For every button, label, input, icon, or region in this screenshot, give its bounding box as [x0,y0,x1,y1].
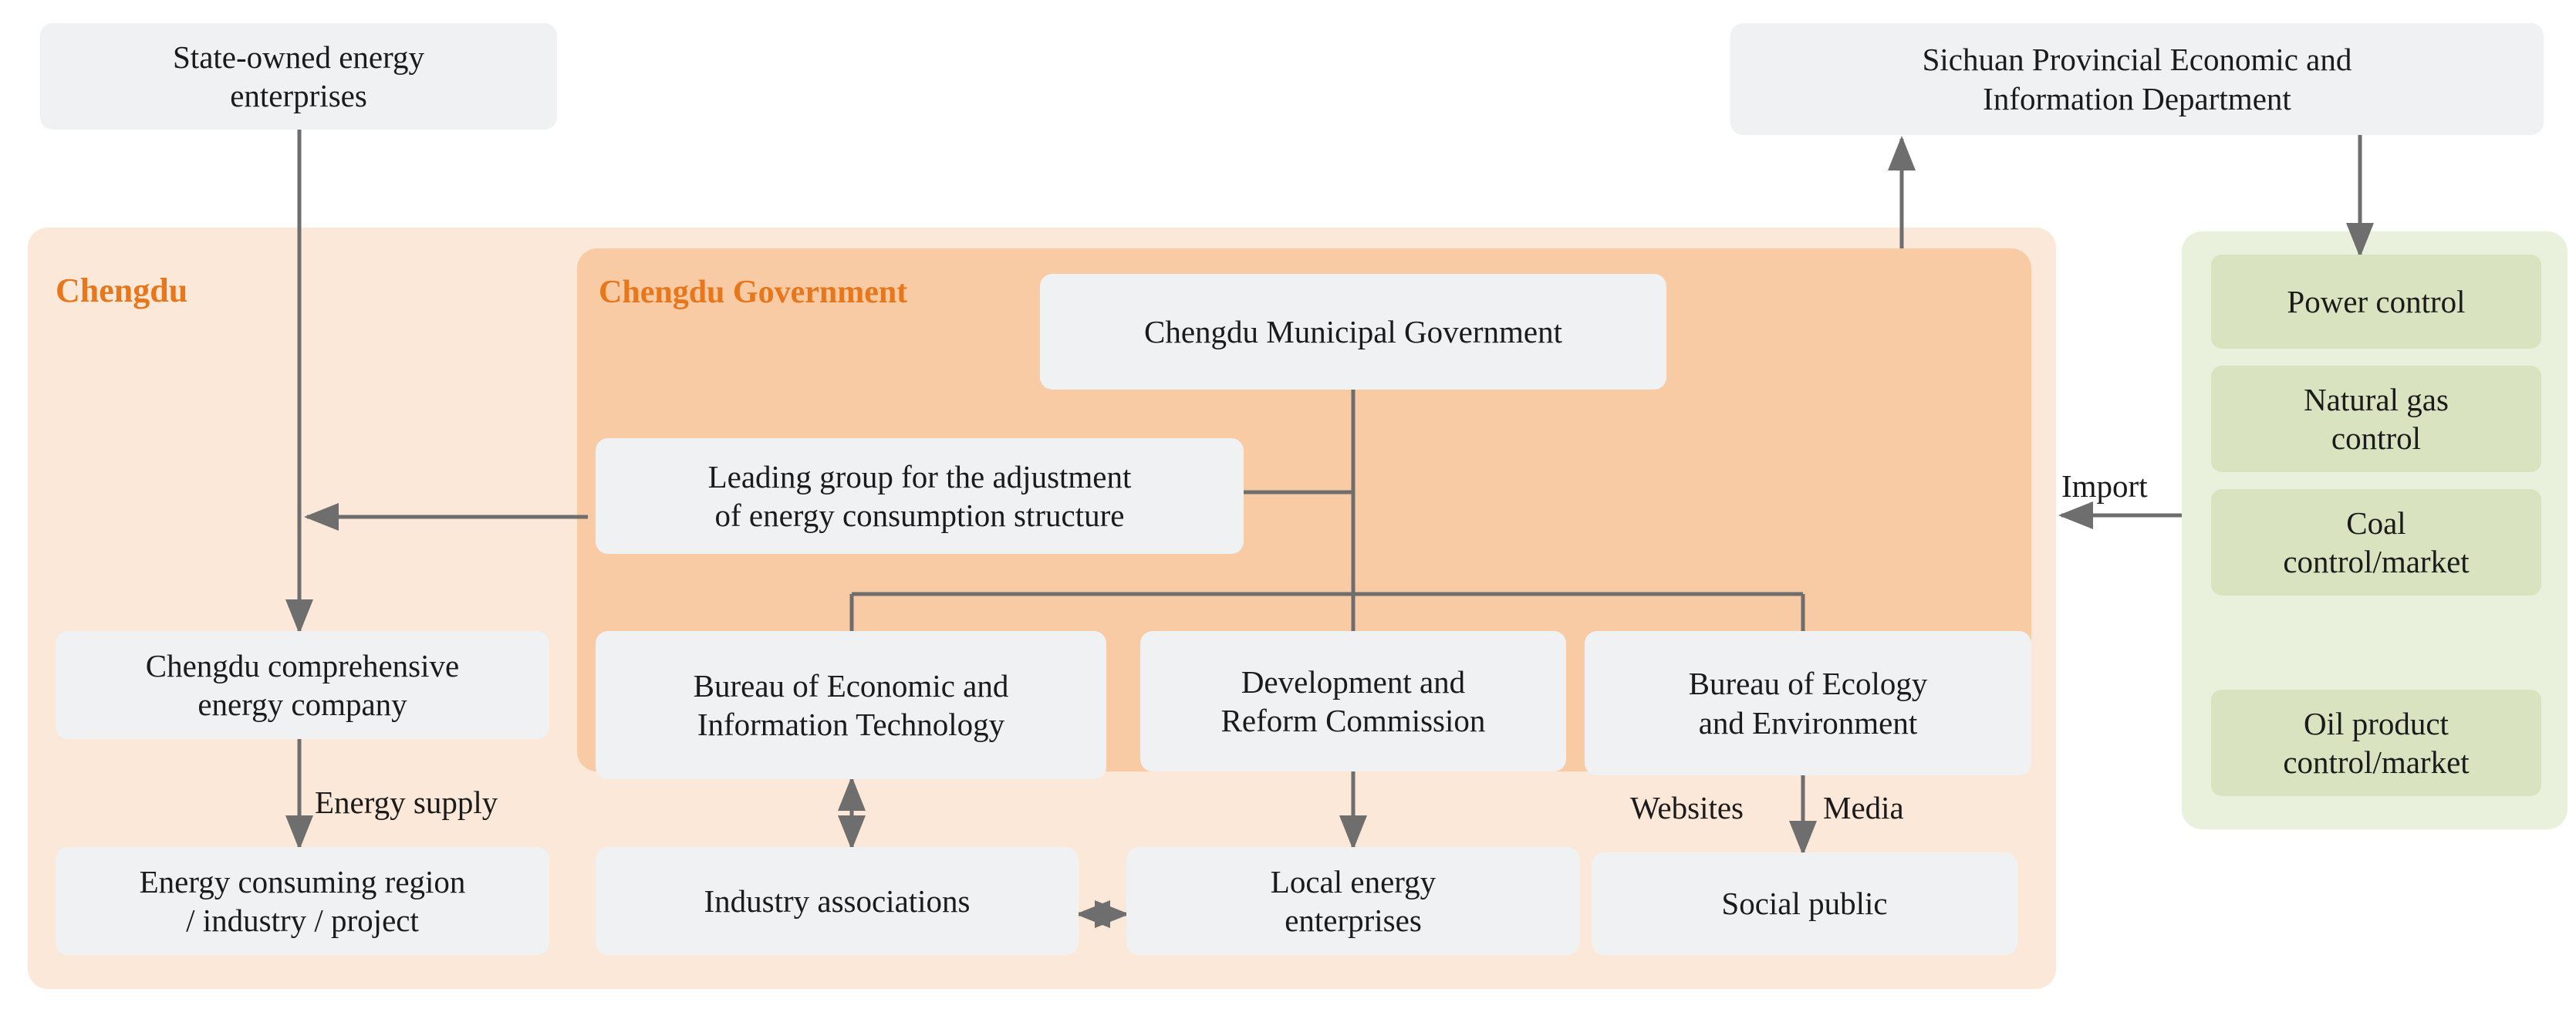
node-bureau-of-ecology-and-environment[interactable]: Bureau of Ecology and Environment [1585,631,2031,775]
node-development-and-reform-commission[interactable]: Development and Reform Commission [1140,631,1566,771]
node-coal-control-market[interactable]: Coal control/market [2211,489,2541,596]
node-bureau-of-economic-and-information-technology[interactable]: Bureau of Economic and Information Techn… [596,631,1106,779]
node-chengdu-municipal-government[interactable]: Chengdu Municipal Government [1040,274,1666,390]
node-industry-associations[interactable]: Industry associations [596,847,1079,955]
edge-label-energy-supply: Energy supply [315,785,498,820]
node-leading-group[interactable]: Leading group for the adjustment of ener… [596,438,1244,554]
node-oil-product-control-market[interactable]: Oil product control/market [2211,690,2541,796]
node-natural-gas-control[interactable]: Natural gas control [2211,366,2541,472]
node-chengdu-comprehensive-energy-company[interactable]: Chengdu comprehensive energy company [56,631,549,739]
region-label-chengdu-government: Chengdu Government [599,275,908,310]
edge-label-media: Media [1823,790,1904,825]
node-energy-consuming-region[interactable]: Energy consuming region / industry / pro… [56,847,549,955]
region-label-chengdu: Chengdu [56,272,188,309]
edge-label-import: Import [2061,468,2148,504]
node-social-public[interactable]: Social public [1592,852,2017,955]
edge-label-websites: Websites [1630,790,1744,825]
node-local-energy-enterprises[interactable]: Local energy enterprises [1126,847,1580,955]
node-power-control[interactable]: Power control [2211,255,2541,349]
node-sichuan-provincial-department[interactable]: Sichuan Provincial Economic and Informat… [1730,23,2544,135]
node-state-owned-energy-enterprises[interactable]: State-owned energy enterprises [40,23,557,130]
